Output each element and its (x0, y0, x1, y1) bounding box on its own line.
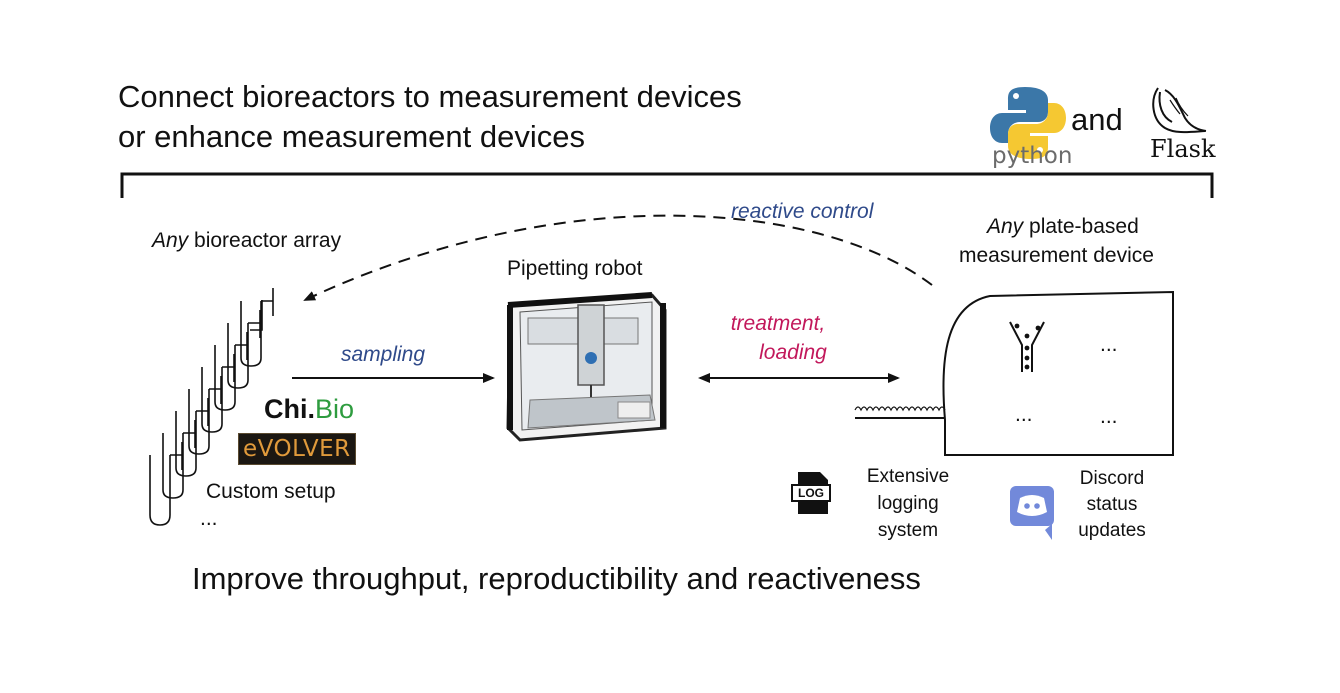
logging-line-2: logging (877, 493, 939, 514)
device-rest: plate-based (1023, 215, 1139, 238)
device-any: Any (987, 215, 1024, 238)
logging-line-3: system (877, 520, 939, 541)
measurement-device (854, 290, 1174, 456)
footer-text: Improve throughput, reproductibility and… (192, 561, 921, 596)
treatment-label: treatment, (730, 312, 826, 335)
custom-setup-label: Custom setup (206, 480, 336, 503)
pipetting-robot (506, 292, 667, 442)
discord-icon (1010, 486, 1054, 540)
chibio-logo: Chi.Bio (264, 394, 354, 425)
python-label: python (992, 143, 1073, 169)
device-well-dots-1: ... (1100, 333, 1118, 356)
channel-droplets (1014, 323, 1041, 370)
evolver-logo: eVOLVER (238, 433, 356, 465)
discord-line-3: updates (1078, 520, 1146, 541)
robot-label: Pipetting robot (507, 257, 643, 280)
reactive-control-label: reactive control (731, 200, 874, 223)
python-logo-icon (990, 87, 1066, 159)
title-line-1: Connect bioreactors to measurement devic… (118, 79, 742, 114)
and-word: and (1071, 102, 1123, 137)
discord-line-2: status (1086, 494, 1138, 515)
flask-logo-icon (1152, 87, 1207, 134)
reactive-control-arrow (303, 214, 933, 301)
device-title-line-2: measurement device (959, 244, 1154, 267)
bioreactor-tubes (149, 288, 274, 526)
bioreactor-title: Any bioreactor array (152, 228, 341, 254)
sampling-label: sampling (341, 343, 426, 366)
title-line-2: or enhance measurement devices (118, 119, 585, 154)
bioreactor-rest: bioreactor array (188, 229, 342, 252)
flask-label: Flask (1150, 135, 1216, 163)
bioreactor-more: ... (200, 507, 218, 530)
chibio-label-a: Chi. (264, 394, 315, 424)
chibio-label-b: Bio (315, 394, 355, 424)
device-title-line-1: Any plate-based (987, 214, 1139, 240)
log-icon-text: LOG (798, 486, 824, 500)
bioreactor-any: Any (152, 229, 189, 252)
discord-line-1: Discord (1079, 468, 1145, 489)
log-file-icon (791, 472, 831, 514)
scope-bracket (120, 172, 1214, 198)
device-well-dots-3: ... (1100, 405, 1118, 428)
loading-label: loading (759, 341, 827, 364)
device-well-dots-2: ... (1015, 403, 1033, 426)
logging-line-1: Extensive (866, 466, 950, 487)
